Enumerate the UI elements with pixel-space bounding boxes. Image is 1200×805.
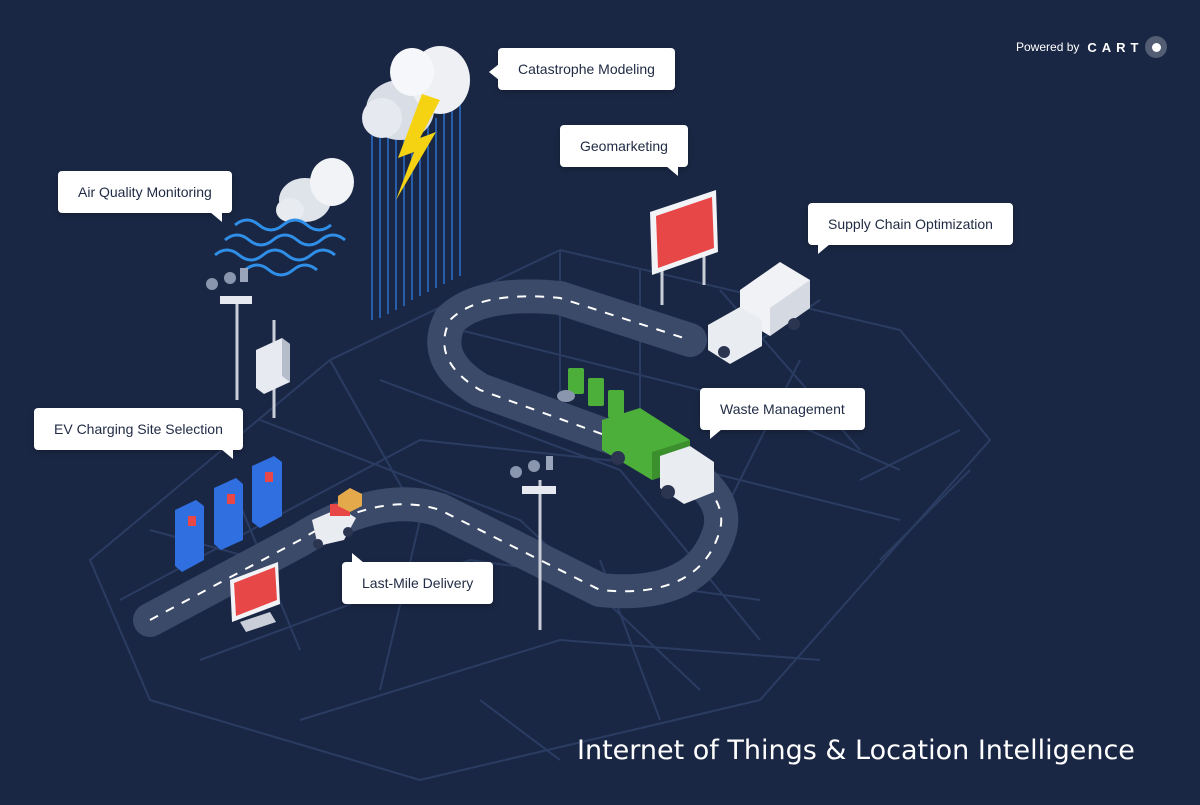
- air-waves-icon: [214, 218, 346, 277]
- sensor-box-icon: [256, 320, 290, 418]
- powered-by-label: Powered by: [1016, 40, 1080, 54]
- callout-catastrophe-modeling: Catastrophe Modeling: [489, 48, 675, 90]
- cloud-icon: [276, 158, 354, 222]
- callout-supply-chain-optimization: Supply Chain Optimization: [808, 203, 1013, 254]
- callout-label: Geomarketing: [580, 138, 668, 154]
- callout-pointer: [209, 212, 222, 222]
- callout-pointer: [489, 64, 499, 80]
- callout-label: Catastrophe Modeling: [518, 61, 655, 77]
- package-icon: [338, 488, 362, 512]
- delivery-truck-icon: [708, 262, 810, 364]
- recycling-bin-icon: [557, 368, 624, 418]
- page-title: Internet of Things & Location Intelligen…: [577, 735, 1135, 766]
- callout-label: Last-Mile Delivery: [362, 575, 474, 591]
- callout-air-quality-monitoring: Air Quality Monitoring: [58, 171, 232, 222]
- callout-label: Waste Management: [720, 401, 845, 417]
- digital-screen-icon: [230, 562, 280, 632]
- road: [133, 279, 739, 637]
- weather-station-icon: [510, 456, 556, 630]
- callout-last-mile-delivery: Last-Mile Delivery: [342, 553, 494, 604]
- callout-ev-charging-site-selection: EV Charging Site Selection: [34, 408, 243, 459]
- callout-label: Supply Chain Optimization: [828, 216, 993, 232]
- callout-pointer: [352, 553, 364, 563]
- callout-waste-management: Waste Management: [700, 388, 865, 439]
- billboard-icon: [650, 190, 718, 305]
- callout-pointer: [710, 429, 722, 439]
- lightning-icon: [396, 94, 440, 200]
- brand-wordmark: CART: [1087, 39, 1144, 55]
- powered-by-logo: Powered by CART: [1016, 36, 1168, 58]
- callout-pointer: [818, 244, 830, 254]
- callout-label: Air Quality Monitoring: [78, 184, 212, 200]
- ev-charger-icon: [175, 456, 282, 572]
- callout-geomarketing: Geomarketing: [560, 125, 688, 176]
- garbage-truck-icon: [602, 408, 714, 504]
- weather-station-icon: [206, 268, 252, 400]
- brand-logo-icon: [1145, 36, 1168, 58]
- callout-pointer: [665, 166, 678, 176]
- callout-label: EV Charging Site Selection: [54, 421, 223, 437]
- callout-pointer: [220, 449, 233, 459]
